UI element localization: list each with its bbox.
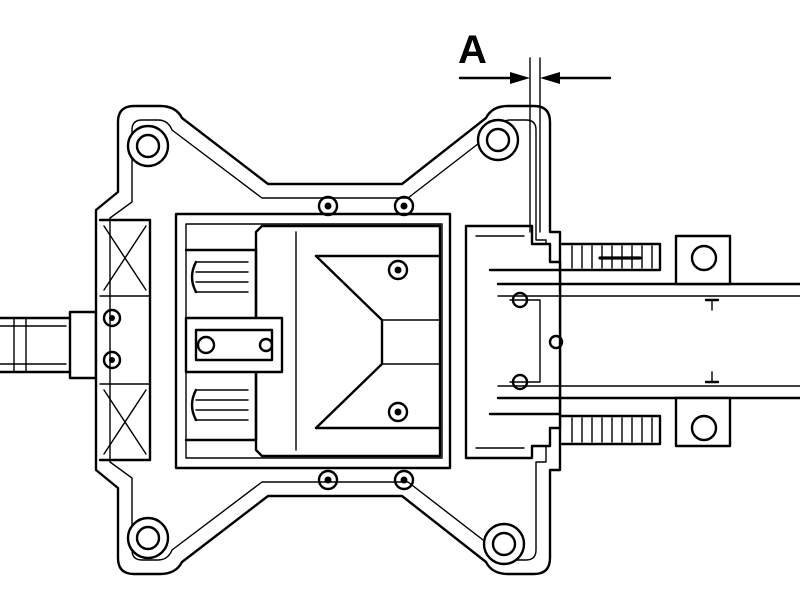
input-shaft — [0, 310, 98, 380]
corner-bolt-bottom-right — [482, 522, 526, 566]
corner-bolt-bottom-left — [126, 516, 170, 560]
end-flange — [674, 234, 732, 448]
dimension-a — [458, 57, 612, 233]
corner-bolt-top-left — [126, 124, 170, 168]
lock-mechanism — [184, 248, 284, 442]
inner-frame — [174, 212, 452, 470]
output-shaft — [496, 282, 800, 400]
bearing-housing — [464, 224, 562, 460]
spline-sleeve-bottom — [560, 414, 662, 446]
dimension-label: A — [458, 28, 487, 72]
corner-bolt-top-right — [476, 118, 520, 162]
spline-sleeve-top — [560, 242, 662, 272]
